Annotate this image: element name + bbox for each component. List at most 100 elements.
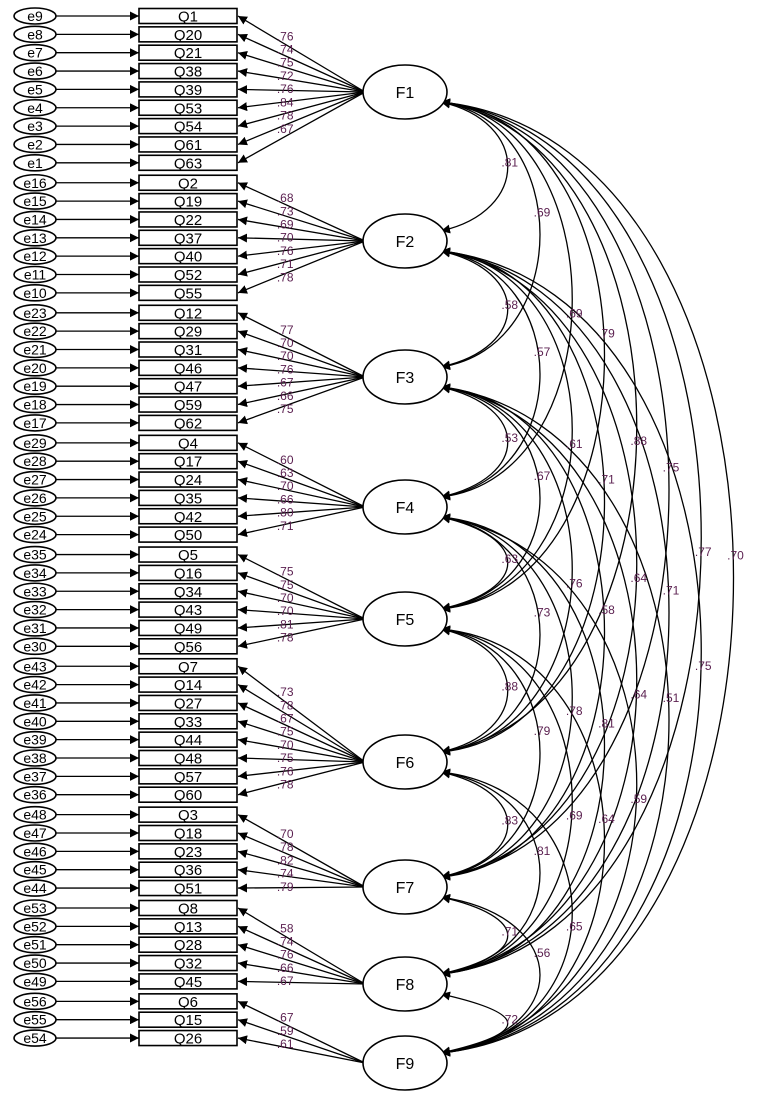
correlation-label: .88 [501, 680, 518, 694]
indicator: Q14 [138, 676, 238, 694]
indicator-label: Q2 [178, 175, 198, 192]
indicator-label: Q6 [178, 994, 198, 1011]
error-ellipse [13, 192, 57, 210]
error-label: e28 [23, 453, 47, 469]
indicator: Q8 [138, 899, 238, 918]
factor-label: F8 [396, 977, 415, 994]
latent-factor: F4 [362, 479, 448, 535]
indicator-label: Q29 [174, 324, 202, 341]
loading-label: .67 [277, 122, 294, 136]
error-term: e32 [13, 600, 57, 619]
error-term: e15 [13, 192, 57, 210]
error-term: e44 [13, 879, 57, 897]
indicator: Q52 [138, 266, 238, 284]
loading-path [237, 240, 366, 260]
indicator-box [138, 879, 238, 897]
indicator: Q26 [138, 1029, 238, 1048]
correlation-label: .79 [598, 327, 615, 341]
correlation-label: .75 [695, 659, 712, 673]
error-label: e56 [23, 993, 47, 1009]
indicator-label: Q24 [174, 472, 202, 489]
error-ellipse [13, 117, 57, 135]
loading-label: .75 [277, 565, 294, 579]
loading-path [237, 85, 366, 95]
loading-label: .67 [277, 1011, 294, 1025]
correlation-label: .75 [663, 461, 680, 475]
loading-label: .70 [277, 479, 294, 493]
loading-path [237, 1000, 366, 1064]
loading-label: .79 [277, 880, 294, 894]
correlation-arc [440, 513, 573, 881]
error-term: e13 [13, 229, 57, 247]
indicator-label: Q17 [174, 454, 202, 471]
correlation-arc [440, 247, 638, 881]
error-label: e21 [23, 342, 47, 358]
correlation-label: .88 [630, 434, 647, 448]
error-label: e5 [27, 81, 43, 97]
correlation-label: .56 [534, 946, 551, 960]
loading-label: .63 [277, 466, 294, 480]
indicator-box [138, 229, 238, 247]
error-label: e55 [23, 1012, 47, 1028]
error-label: e11 [24, 267, 47, 283]
loading-path [237, 960, 366, 985]
indicator-label: Q57 [174, 769, 202, 786]
indicator-box [138, 806, 238, 823]
error-label: e31 [23, 620, 47, 636]
indicator-label: Q14 [174, 677, 202, 694]
indicator-box [138, 7, 238, 25]
error-label: e38 [23, 750, 47, 766]
correlation-label: .58 [598, 603, 615, 617]
indicator-box [138, 192, 238, 210]
indicator-box [138, 657, 238, 675]
loading-label: .78 [277, 631, 294, 645]
factor-label: F7 [396, 880, 415, 897]
error-term: e10 [13, 284, 57, 302]
error-ellipse [13, 1029, 57, 1047]
error-ellipse [13, 824, 57, 842]
loading-label: .78 [277, 698, 294, 712]
error-label: e10 [23, 285, 47, 301]
loading-path [237, 240, 366, 277]
error-term: e48 [13, 805, 57, 824]
error-label: e43 [23, 658, 47, 674]
error-term: e14 [13, 210, 57, 229]
indicator-box [138, 377, 238, 395]
error-label: e40 [23, 713, 47, 729]
latent-factor: F9 [362, 1035, 448, 1091]
indicator-box [138, 936, 238, 954]
latent-factor: F3 [362, 349, 448, 405]
correlation-label: .83 [501, 814, 518, 828]
error-label: e19 [23, 378, 47, 394]
error-label: e12 [23, 248, 47, 264]
indicator-box [138, 899, 238, 917]
loading-label: .71 [277, 519, 294, 533]
error-term: e47 [13, 824, 57, 842]
error-label: e4 [27, 100, 43, 116]
error-label: e22 [23, 323, 47, 339]
indicator: Q27 [138, 694, 238, 712]
loading-path [237, 347, 366, 378]
indicator-label: Q21 [174, 45, 202, 62]
indicator: Q62 [138, 414, 238, 432]
loading-path [237, 618, 366, 632]
factor-label: F4 [396, 500, 415, 517]
error-label: e30 [23, 638, 47, 654]
loading-path [237, 684, 366, 763]
error-ellipse [13, 582, 57, 601]
loading-path [237, 883, 366, 893]
loading-label: .80 [277, 506, 294, 520]
error-ellipse [13, 229, 57, 247]
error-term: e46 [13, 842, 57, 861]
indicator-box [138, 619, 238, 637]
indicator-label: Q26 [174, 1031, 202, 1048]
error-label: e23 [23, 305, 47, 321]
loading-path [237, 91, 366, 146]
loading-path [237, 925, 366, 985]
indicator-label: Q43 [174, 602, 202, 619]
error-term: e54 [13, 1029, 57, 1047]
error-term: e26 [13, 489, 57, 507]
loading-path [237, 199, 366, 242]
loading-path [237, 376, 366, 425]
loading-path [237, 588, 366, 620]
